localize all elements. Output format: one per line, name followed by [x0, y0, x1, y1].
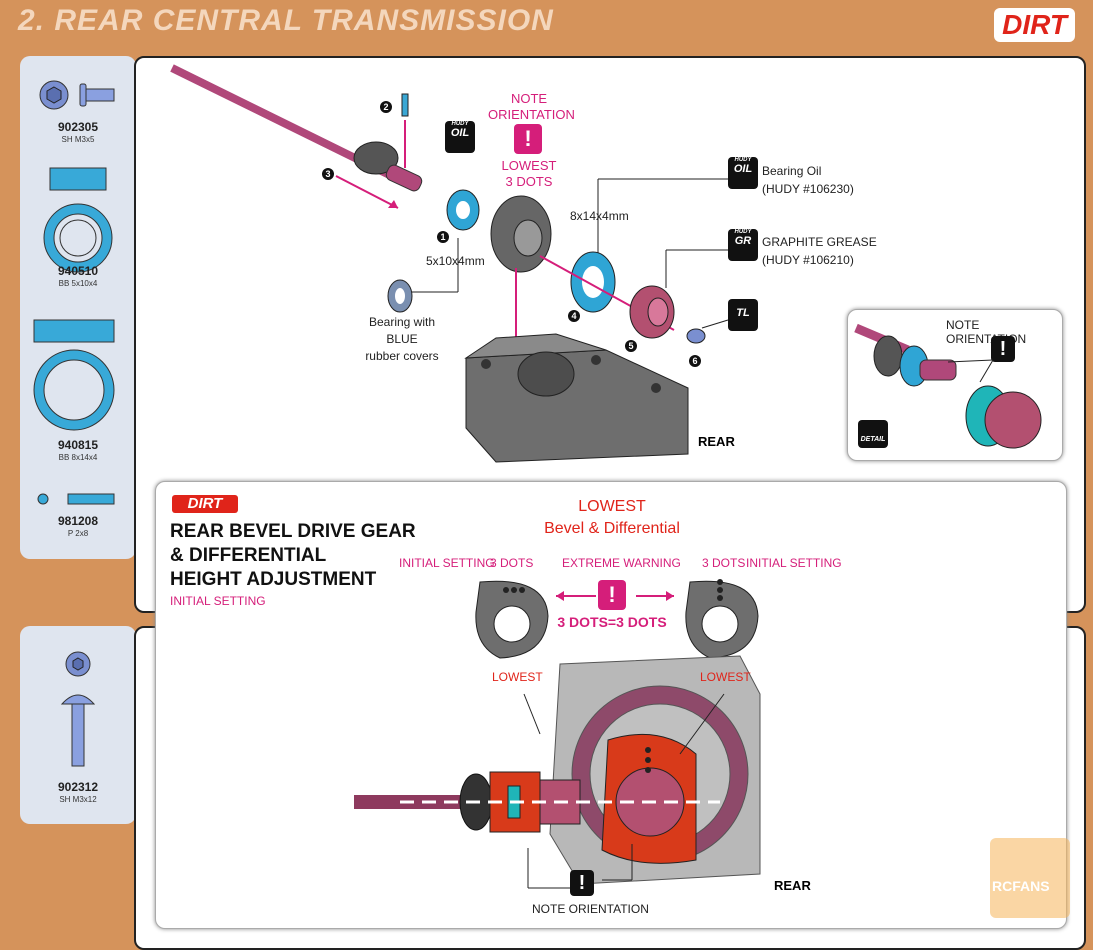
bearing-large-icon [33, 319, 115, 431]
warning-icon: ! [598, 580, 626, 610]
rear-label: REAR [774, 878, 811, 893]
extreme-warning-label: EXTREME WARNING [562, 556, 681, 570]
parts-panel-bottom: 902312 SH M3x12 [20, 626, 136, 824]
lowest-title: LOWEST [578, 498, 646, 515]
step-number: 5 [625, 340, 637, 352]
step-number: 3 [322, 168, 334, 180]
pin-icon [37, 493, 115, 505]
oil-label: Bearing Oil(HUDY #106230) [762, 164, 854, 196]
lowest-subtitle: Bevel & Differential [544, 520, 680, 537]
part-code: 902312 [57, 780, 99, 794]
lowest-right-label: LOWEST [700, 670, 751, 684]
equal-dots-label: 3 DOTS=3 DOTS [557, 614, 667, 630]
left-initial-setting: INITIAL SETTING [399, 556, 495, 570]
initial-setting-label: INITIAL SETTING [170, 594, 266, 608]
watermark-logo: RCFANS [990, 838, 1070, 918]
screw-icon [39, 80, 115, 110]
step-number: 6 [689, 355, 701, 367]
bearing-icon [43, 167, 113, 273]
threadlock-icon: TL [728, 299, 758, 331]
step-number: 1 [437, 231, 449, 243]
long-screw-icon [60, 651, 96, 767]
warning-icon: ! [514, 124, 542, 154]
part-desc: P 2x8 [67, 529, 89, 538]
detail-box: NOTE ORIENTATION ! DETAIL [847, 309, 1063, 461]
lowest-left-label: LOWEST [492, 670, 543, 684]
bearing-size-label: 5x10x4mm [426, 254, 485, 268]
brand-logo: DIRT [994, 8, 1075, 42]
note-orientation-label: NOTE ORIENTATION [532, 902, 649, 916]
parts-panel-top: 902305 SH M3x5 940510 BB 5x10x4 940815 B… [20, 56, 136, 559]
part-code: 902305 [57, 120, 99, 134]
step1-illustration [170, 64, 729, 463]
part-code: 981208 [57, 514, 99, 528]
warning-icon: ! [991, 336, 1015, 362]
warning-icon: ! [570, 870, 594, 896]
detail-illustration [854, 323, 1042, 449]
detail-badge: DETAIL [858, 420, 888, 448]
part-desc: SH M3x12 [59, 795, 97, 804]
step2-illustration [354, 579, 761, 889]
left-dots-label: 3 DOTS [490, 556, 534, 570]
right-initial-setting: INITIAL SETTING [746, 556, 842, 570]
rear-label: REAR [698, 434, 735, 449]
step-number: 4 [568, 310, 580, 322]
grease-label: GRAPHITE GREASE(HUDY #106210) [762, 235, 877, 267]
part-desc: BB 5x10x4 [58, 279, 98, 288]
step-number: 2 [380, 101, 392, 113]
part-code: 940510 [57, 264, 99, 278]
part-desc: SH M3x5 [61, 135, 95, 144]
page-title: 2. REAR CENTRAL TRANSMISSION [18, 4, 554, 37]
part-code: 940815 [57, 438, 99, 452]
brand-logo: DIRT [172, 495, 238, 513]
bearing-size-label: 8x14x4mm [570, 209, 629, 223]
part-desc: BB 8x14x4 [58, 453, 98, 462]
right-dots-label: 3 DOTS [702, 556, 746, 570]
